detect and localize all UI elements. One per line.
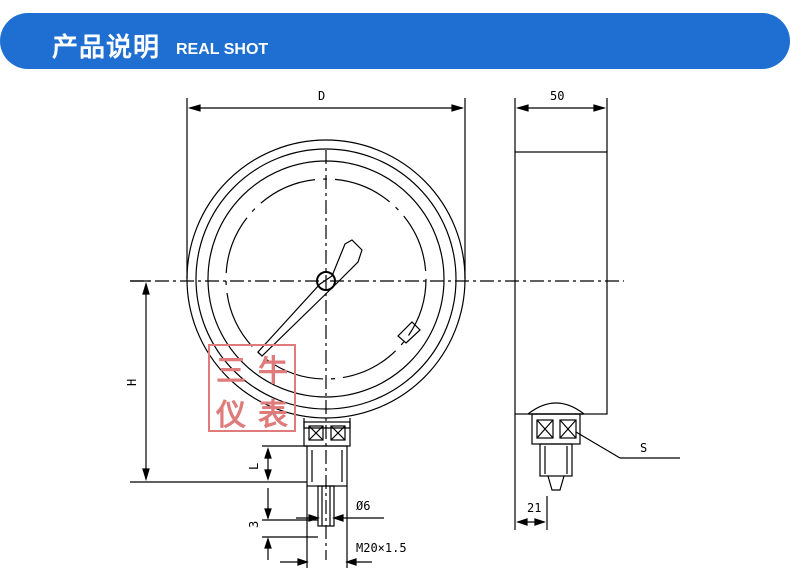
watermark-char: 仪 [216,398,246,433]
page-subtitle: REAL SHOT [176,41,269,58]
dim-label-height: H [125,379,139,386]
gauge-scale-end [397,321,421,344]
gauge-pointer [257,239,363,357]
side-socket-dome [527,402,585,415]
header-banner: 产品说明 REAL SHOT [0,13,790,69]
dim-label-bore: Ø6 [356,499,370,513]
watermark-char: 牛 [258,354,288,389]
side-thread-body [539,443,573,477]
dim-label-thread: M20×1.5 [356,541,407,555]
side-view-case [514,151,608,415]
thread-body [306,445,348,487]
dim-label-small: 3 [247,521,261,528]
dim-label-depth: 50 [550,89,564,103]
dim-label-hex-width: 21 [527,501,541,515]
dim-label-thread-length: L [247,463,261,470]
side-nipple [547,475,565,491]
watermark-stamp: 三 牛 仪 表 [208,344,296,433]
page-title: 产品说明 [52,33,161,63]
dim-label-wrench: S [640,441,647,455]
thread-nipple [317,485,335,527]
watermark-char: 三 [216,354,246,389]
side-socket-hex [531,413,581,445]
dim-label-diameter: D [318,89,325,103]
watermark-char: 表 [258,398,288,433]
